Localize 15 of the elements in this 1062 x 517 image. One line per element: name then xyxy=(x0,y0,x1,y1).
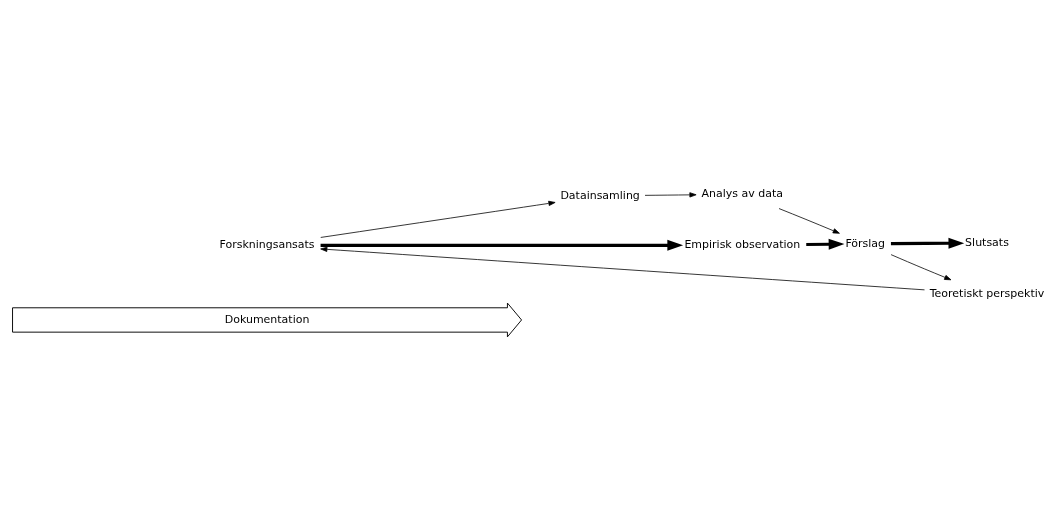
arrow xyxy=(890,237,965,249)
arrow xyxy=(644,192,697,198)
arrow xyxy=(778,208,840,234)
arrow xyxy=(890,254,952,281)
node-text: Teoretiskt perspektiv xyxy=(929,286,1045,300)
node-text: Datainsamling xyxy=(560,188,640,202)
node-text: Förslag xyxy=(845,236,886,250)
node-text: Slutsats xyxy=(965,235,1009,249)
arrow xyxy=(806,238,845,250)
node-text: Forskningsansats xyxy=(219,238,315,252)
arrow xyxy=(320,200,556,238)
arrow xyxy=(320,246,925,291)
arrow xyxy=(320,239,684,251)
node-text: Analys av data xyxy=(701,187,784,201)
node-text: Empirisk observation xyxy=(684,238,801,252)
